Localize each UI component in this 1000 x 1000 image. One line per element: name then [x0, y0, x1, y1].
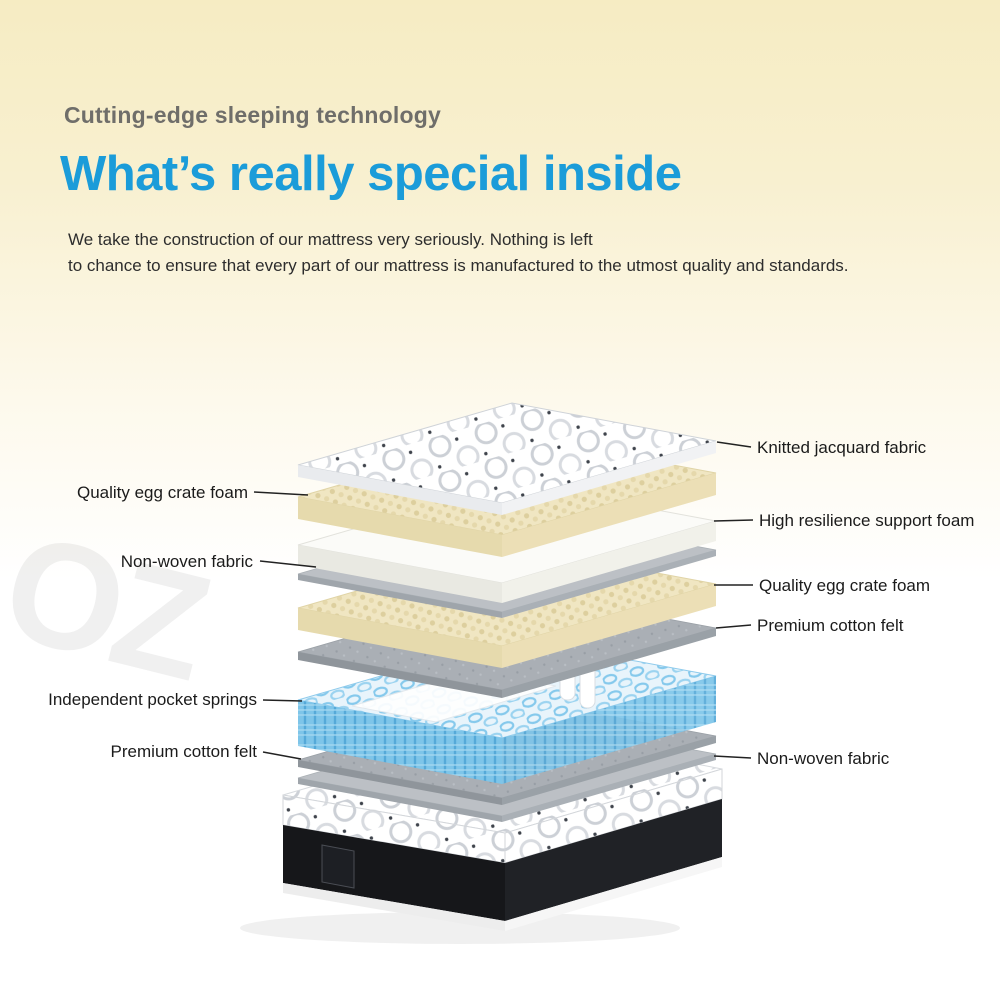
mattress-base-strip-right: [505, 857, 722, 931]
diagram-label-non-woven-fabric-right: Non-woven fabric: [757, 749, 890, 768]
connector-lines: [253, 441, 754, 760]
connector-line: [713, 519, 754, 522]
mattress-shadow: [240, 912, 680, 944]
diagram-label-independent-pocket-springs: Independent pocket springs: [48, 690, 257, 709]
mattress-black-band-right: [505, 799, 722, 921]
description-line-1: We take the construction of our mattress…: [68, 230, 593, 249]
mattress-brand-tag: [321, 844, 355, 889]
layer-knitted-jacquard-fabric: [297, 402, 717, 515]
connector-line: [253, 491, 309, 496]
diagram-label-high-resilience-support-foam: High resilience support foam: [759, 511, 975, 530]
diagram-label-quality-egg-crate-foam-right: Quality egg crate foam: [759, 576, 931, 595]
diagram-label-premium-cotton-felt-left: Premium cotton felt: [110, 742, 257, 761]
page-title: What’s really special inside: [60, 147, 682, 201]
diagram-label-quality-egg-crate-foam-left: Quality egg crate foam: [76, 483, 248, 502]
connector-line: [716, 441, 752, 448]
connector-line: [715, 624, 752, 629]
diagram-label-knitted-jacquard-fabric: Knitted jacquard fabric: [757, 438, 927, 457]
connector-line: [262, 699, 303, 702]
connector-line: [259, 560, 317, 568]
description-line-2: to chance to ensure that every part of o…: [68, 255, 849, 275]
mattress-base-strip-left: [283, 883, 505, 931]
eyebrow-heading: Cutting-edge sleeping technology: [64, 102, 441, 128]
connector-line: [262, 751, 302, 760]
connector-line: [713, 755, 752, 759]
description: We take the construction of our mattress…: [68, 227, 849, 278]
diagram-label-premium-cotton-felt-right: Premium cotton felt: [757, 616, 904, 635]
diagram-label-non-woven-fabric-left: Non-woven fabric: [120, 552, 253, 571]
